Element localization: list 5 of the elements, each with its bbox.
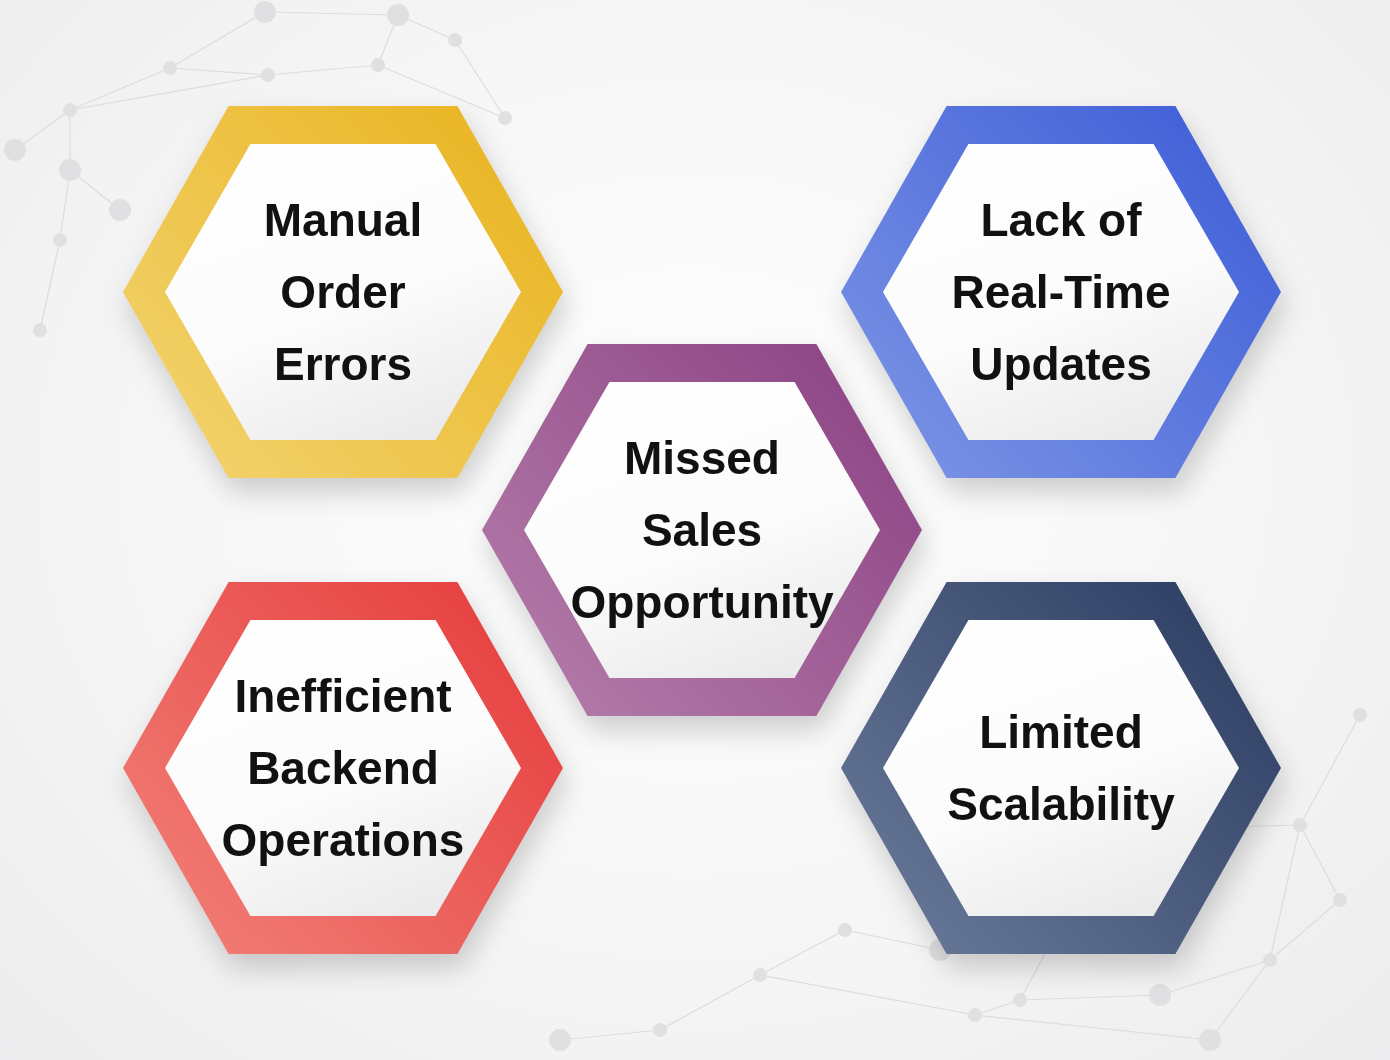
node-label: Limited Scalability xyxy=(946,705,1176,832)
node-label: Inefficient Backend Operations xyxy=(220,669,466,868)
node-label: Lack of Real-Time Updates xyxy=(950,193,1172,392)
node-label: Missed Sales Opportunity xyxy=(569,431,835,630)
node-label: Manual Order Errors xyxy=(262,193,424,392)
